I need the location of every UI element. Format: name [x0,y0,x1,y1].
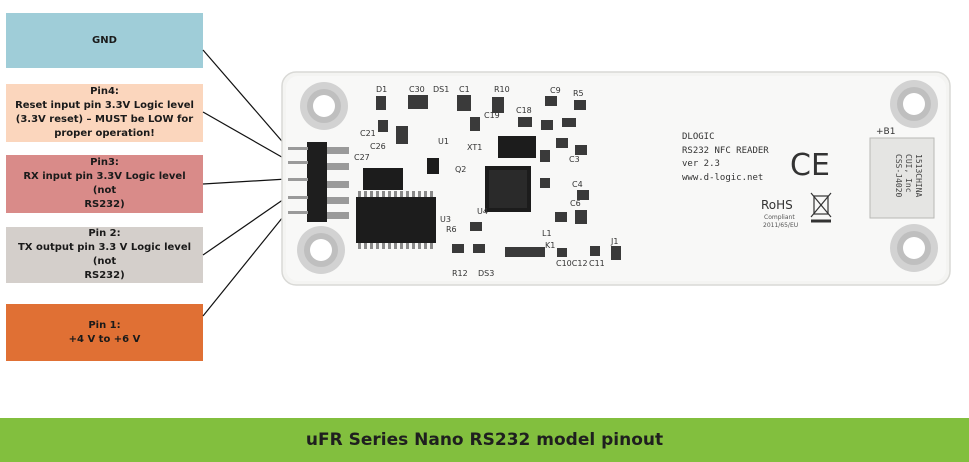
rohs-directive: 2011/65/EU [763,222,798,229]
mounting-hole-bottom-left [297,226,345,274]
ref-u1: U1 [438,137,449,146]
transistor-q2 [427,158,439,174]
ref-c9: C9 [550,86,561,95]
pin1-leader-line [202,211,288,317]
crystal-xt1 [498,136,536,158]
b1-label: +B1 [876,127,895,137]
ref-ds3: DS3 [478,269,494,278]
pin3-leader-line [202,178,288,185]
pin4-title: Pin4: [90,86,119,97]
pin1-desc: +4 V to +6 V [68,333,141,345]
weee-bin-icon [810,192,832,223]
pin2-leader-line [202,196,288,256]
silk-brand: DLOGIC [682,132,715,142]
ref-c21: C21 [360,129,376,138]
leader-lines [202,49,288,317]
buzzer-text-1: CSS-J4020 [894,154,903,198]
passive-components [376,95,621,260]
gnd-leader-line [202,49,288,148]
pin4-label-box: Pin4: Reset input pin 3.3V Logic level (… [6,84,203,142]
pcb-surface [286,76,946,281]
pin1-label-box: Pin 1: +4 V to +6 V [6,304,203,361]
board-silkscreen-text: DLOGIC RS232 NFC READER ver 2.3 www.d-lo… [682,132,769,183]
mounting-hole-top-right [890,80,938,128]
ref-xt1: XT1 [467,143,482,152]
ref-c10-c12: C10C12 [556,259,588,268]
ref-c19: C19 [484,111,500,120]
regulator-chip [363,168,403,190]
pin2-desc-1: TX output pin 3.3 V Logic level (not [17,242,192,267]
ref-q2: Q2 [455,165,466,174]
pin3-desc-2: RS232) [84,199,125,210]
ce-mark: CE [790,148,830,183]
ref-r10: R10 [494,85,510,94]
pin2-desc-2: RS232) [84,270,125,281]
ref-d1: D1 [376,85,387,94]
ref-r5: R5 [573,89,584,98]
pin4-desc-3: proper operation! [54,128,155,139]
pin2-title: Pin 2: [88,228,121,239]
ref-r6: R6 [446,225,457,234]
ref-k1: K1 [545,241,555,250]
silk-version: ver 2.3 [682,159,720,169]
buzzer-text-3: 1513CHINA [914,154,923,198]
ref-c18: C18 [516,106,532,115]
ref-c11: C11 [589,259,605,268]
ref-c1: C1 [459,85,470,94]
ref-c27: C27 [354,153,370,162]
rohs-mark: RoHS [761,198,793,212]
pin-header [288,142,349,222]
rohs-compliant: Compliant [764,214,795,221]
ref-c30: C30 [409,85,425,94]
ref-c3: C3 [569,155,580,164]
ref-j1: J1 [610,237,618,246]
pin1-title: Pin 1: [88,319,121,331]
pin3-title: Pin3: [90,157,119,168]
pin4-leader-line [202,111,288,161]
pin3-label-box: Pin3: RX input pin 3.3V Logic level (not… [6,155,203,213]
chips [356,136,536,249]
gnd-label-box: GND [6,13,203,68]
silk-model: RS232 NFC READER [682,146,769,156]
mounting-hole-bottom-right [890,224,938,272]
mounting-holes [297,80,938,274]
ref-l1: L1 [542,229,552,238]
buzzer-text-2: CUI, Inc [904,154,913,193]
footer-title: uFR Series Nano RS232 model pinout [305,430,664,450]
ref-ds1: DS1 [433,85,449,94]
ref-r12: R12 [452,269,468,278]
gnd-label: GND [92,34,117,46]
pin4-desc-2: (3.3V reset) – MUST be LOW for [15,114,194,125]
rs232-transceiver-chip [356,197,436,243]
pin2-label-box: Pin 2: TX output pin 3.3 V Logic level (… [6,227,203,283]
ref-u3: U3 [440,215,451,224]
reader-board-illustration: D1 C30 DS1 C1 R10 R5 C9 C18 C19 C21 C26 … [202,49,951,317]
mounting-hole-top-left [300,82,348,130]
buzzer-component: +B1 CSS-J4020 CUI, Inc 1513CHINA [869,127,935,219]
pin4-desc-1: Reset input pin 3.3V Logic level [15,100,194,111]
component-references: D1 C30 DS1 C1 R10 R5 C9 C18 C19 C21 C26 … [354,85,618,278]
footer-title-bar: uFR Series Nano RS232 model pinout [0,418,969,462]
ref-c26: C26 [370,142,386,151]
pin3-desc-1: RX input pin 3.3V Logic level (not [23,171,186,196]
ref-c6: C6 [570,199,581,208]
ref-u4: U4 [477,207,488,216]
ref-c4: C4 [572,180,583,189]
silk-url: www.d-logic.net [682,173,763,183]
